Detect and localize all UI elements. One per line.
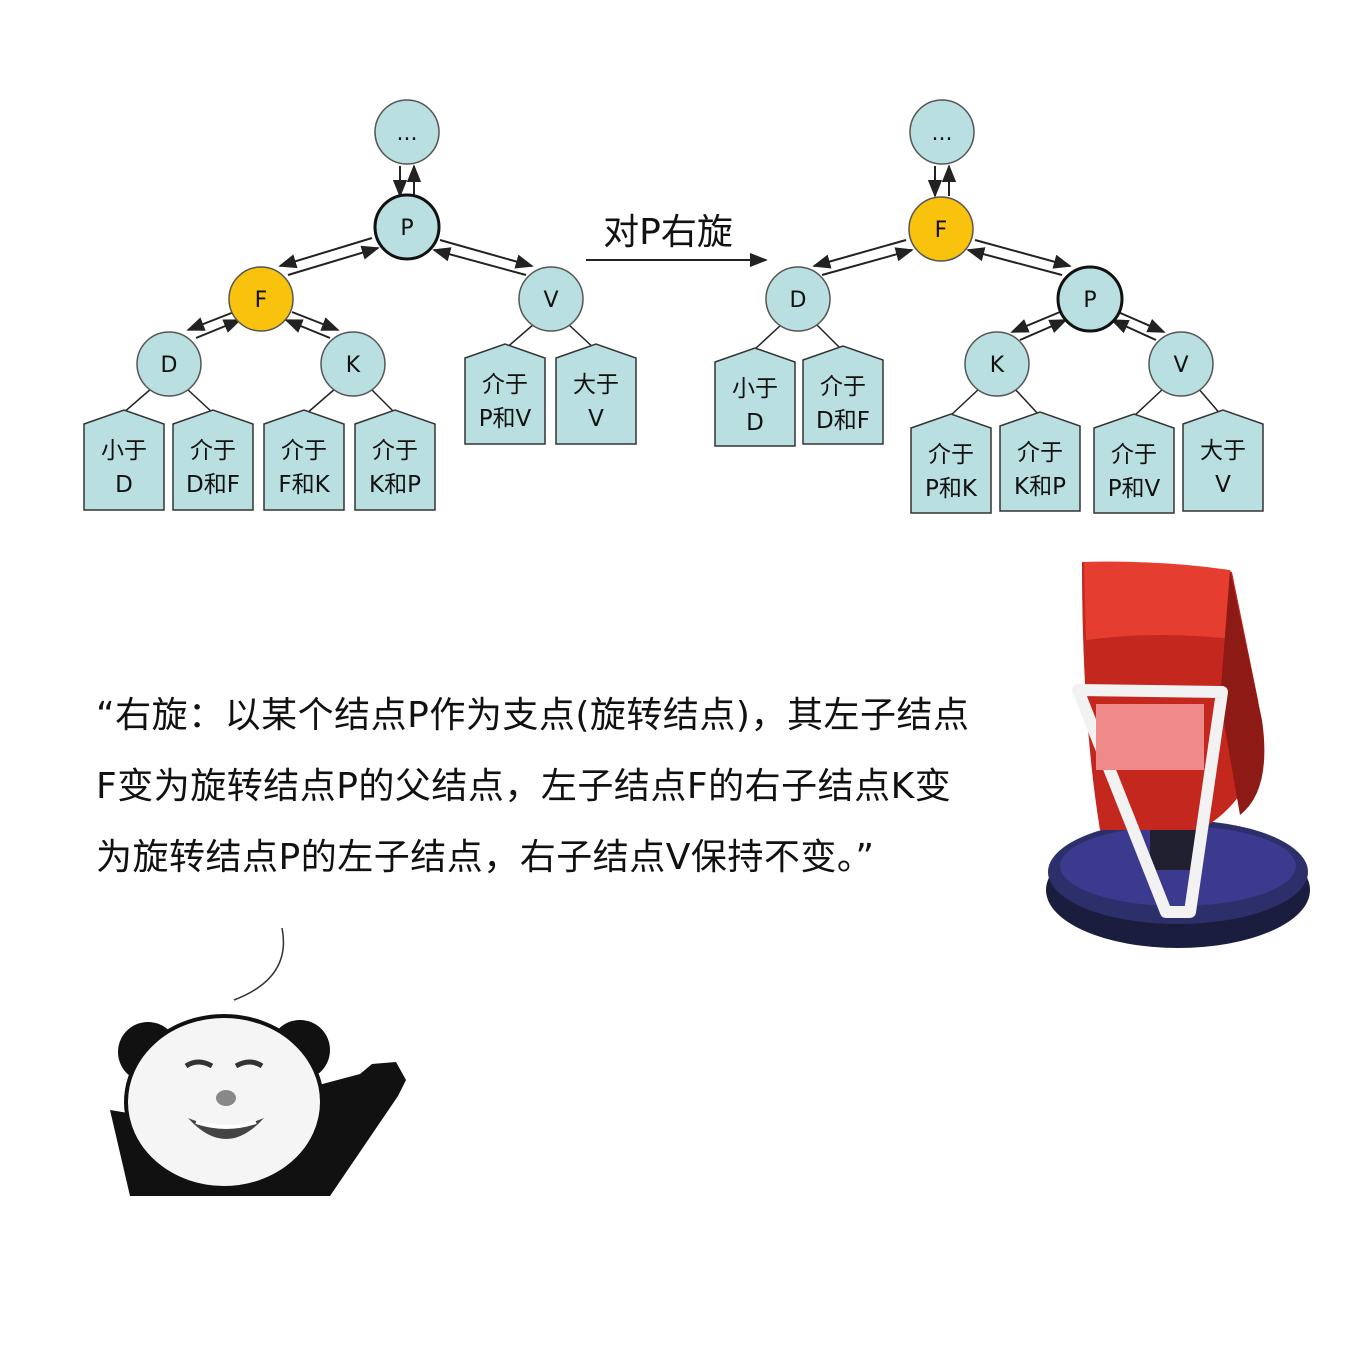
leaf-box: 介于 P和V (1093, 413, 1175, 514)
leaf-line1: 介于 (1111, 442, 1157, 468)
leaf-line1: 介于 (372, 438, 418, 464)
node-d-label: D (790, 288, 807, 313)
leaf-line1: 大于 (1200, 438, 1246, 464)
leaf-line1: 小于 (732, 376, 778, 402)
leaf-line1: 介于 (482, 372, 528, 398)
node-v-label: V (543, 288, 558, 313)
leaf-box: 介于 D和F (802, 345, 884, 445)
node-root: ... (909, 99, 975, 165)
leaf-line1: 介于 (928, 442, 974, 468)
tree-before: ... P F V D K 小于 D 介于 (83, 99, 637, 511)
leaf-line2: D (115, 472, 133, 498)
leaf-line1: 介于 (190, 438, 236, 464)
node-root-label: ... (397, 121, 418, 146)
leaf-line2: V (588, 406, 604, 432)
node-v: V (1148, 331, 1214, 397)
speech-tail (233, 927, 285, 1001)
leaf-line2: D (746, 410, 764, 436)
leaf-line2: P和V (479, 406, 532, 432)
tree-after: ... F D P K V 小于 D 介于 D和F (714, 99, 1264, 514)
leaf-line1: 大于 (573, 372, 619, 398)
node-v-label: V (1173, 353, 1188, 378)
quote-text: “右旋：以某个结点P作为支点(旋转结点)，其左子结点F变为旋转结点P的父结点，左… (96, 695, 970, 878)
node-k: K (964, 331, 1030, 397)
node-root: ... (374, 99, 440, 165)
red-chair-illustration (1046, 561, 1310, 948)
leaf-box: 小于 D (83, 409, 165, 511)
leaf-line2: D和F (816, 408, 870, 434)
leaf-line1: 介于 (820, 374, 866, 400)
node-d: D (136, 331, 202, 397)
leaf-line1: 介于 (1017, 440, 1063, 466)
leaf-line1: 介于 (281, 438, 327, 464)
leaf-box: 介于 D和F (172, 409, 254, 511)
leaf-box: 小于 D (714, 347, 796, 447)
leaf-box: 介于 K和P (999, 411, 1081, 512)
node-k-label: K (990, 353, 1005, 378)
node-d: D (765, 266, 831, 332)
node-f-label: F (255, 288, 268, 313)
leaf-line1: 小于 (101, 438, 147, 464)
node-f-label: F (935, 218, 948, 243)
node-p-label: P (400, 216, 413, 241)
leaf-line2: K和P (1014, 474, 1066, 500)
node-p-label: P (1083, 288, 1096, 313)
leaf-box: 介于 K和P (354, 409, 436, 511)
leaf-box: 介于 P和V (464, 343, 546, 445)
leaf-line2: K和P (369, 472, 421, 498)
node-root-label: ... (932, 121, 953, 146)
node-p: P (1056, 265, 1124, 333)
node-d-label: D (161, 353, 178, 378)
leaf-line2: V (1215, 472, 1231, 498)
leaf-box: 介于 F和K (263, 409, 345, 511)
node-f: F (908, 196, 974, 262)
node-k-label: K (346, 353, 361, 378)
leaf-line2: D和F (186, 472, 240, 498)
leaf-line2: P和V (1108, 476, 1161, 502)
leaf-line2: F和K (278, 472, 330, 498)
leaf-box: 大于 V (555, 343, 637, 445)
leaf-line2: P和K (925, 476, 978, 502)
leaf-box: 介于 P和K (910, 413, 992, 514)
panda-meme-illustration (110, 1014, 406, 1196)
node-p: P (373, 193, 441, 261)
node-v: V (518, 266, 584, 332)
operation-arrow: 对P右旋 (586, 212, 768, 268)
node-f: F (228, 266, 294, 332)
node-k: K (320, 331, 386, 397)
operation-label: 对P右旋 (603, 212, 733, 253)
leaf-box: 大于 V (1182, 409, 1264, 512)
